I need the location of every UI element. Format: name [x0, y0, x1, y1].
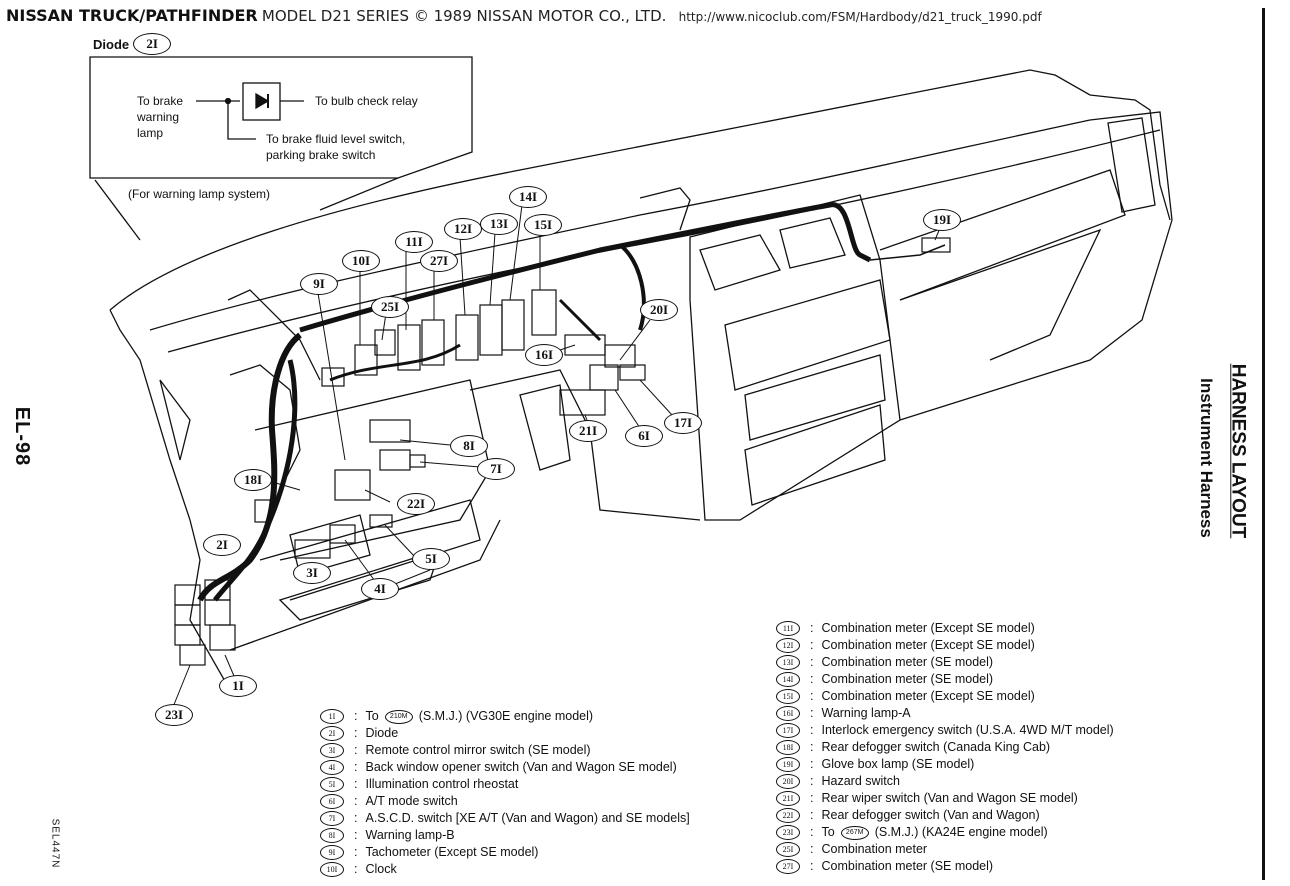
legend-item: 11I:Combination meter (Except SE model): [776, 620, 1114, 637]
inset-frame: [89, 56, 473, 179]
connector-blocks: [174, 237, 951, 666]
right-rule: [1262, 8, 1265, 880]
legend-right: 11I:Combination meter (Except SE model) …: [776, 620, 1114, 875]
legend-item: 16I:Warning lamp-A: [776, 705, 1114, 722]
section-title: HARNESS LAYOUT: [1227, 363, 1249, 539]
legend-item: 21I:Rear wiper switch (Van and Wagon SE …: [776, 790, 1114, 807]
callout-18I: 18I: [234, 469, 272, 491]
smj-ref: 267M: [840, 825, 869, 840]
legend-item: 9I:Tachometer (Except SE model): [320, 844, 690, 861]
callout-13I: 13I: [480, 213, 518, 235]
legend-item: 20I:Hazard switch: [776, 773, 1114, 790]
section-subtitle: Instrument Harness: [1196, 378, 1216, 538]
legend-item: 3I:Remote control mirror switch (SE mode…: [320, 742, 690, 759]
page-number: EL-98: [11, 406, 34, 467]
inset-title-ref: 2I: [133, 33, 172, 55]
diode-symbol: [255, 92, 270, 110]
main-harness-trunk: [299, 202, 872, 333]
inset-title-label: Diode: [93, 36, 130, 52]
legend-item: 15I:Combination meter (Except SE model): [776, 688, 1114, 705]
legend-item: 25I:Combination meter: [776, 841, 1114, 858]
callout-19I: 19I: [923, 209, 961, 231]
inset-left-label: To brake warning lamp: [137, 94, 184, 140]
legend-item: 12I:Combination meter (Except SE model): [776, 637, 1114, 654]
callout-23I: 23I: [155, 704, 193, 726]
callout-8I: 8I: [450, 435, 488, 457]
legend-item: 18I:Rear defogger switch (Canada King Ca…: [776, 739, 1114, 756]
header-brand: NISSAN TRUCK/PATHFINDER: [6, 6, 258, 25]
section-subtitle-block: Instrument Harness: [1196, 378, 1216, 538]
callout-3I: 3I: [293, 562, 331, 584]
legend-item: 17I:Interlock emergency switch (U.S.A. 4…: [776, 722, 1114, 739]
legend-item: 14I:Combination meter (SE model): [776, 671, 1114, 688]
callout-6I: 6I: [625, 425, 663, 447]
legend-item: 13I:Combination meter (SE model): [776, 654, 1114, 671]
header-url[interactable]: http://www.nicoclub.com/FSM/Hardbody/d21…: [678, 10, 1042, 24]
legend-item: 6I:A/T mode switch: [320, 793, 690, 810]
document-header: NISSAN TRUCK/PATHFINDER MODEL D21 SERIES…: [6, 6, 1042, 25]
callout-17I: 17I: [664, 412, 702, 434]
legend-item: 10I:Clock: [320, 861, 690, 878]
callout-27I: 27I: [420, 250, 458, 272]
callout-22I: 22I: [397, 493, 435, 515]
callout-10I: 10I: [342, 250, 380, 272]
callout-2I: 2I: [203, 534, 241, 556]
section-title-block: HARNESS LAYOUT: [1226, 364, 1248, 539]
callout-21I: 21I: [569, 420, 607, 442]
inset-right-label: To bulb check relay: [315, 94, 418, 108]
callout-12I: 12I: [444, 218, 482, 240]
callout-15I: 15I: [524, 214, 562, 236]
callout-14I: 14I: [509, 186, 547, 208]
callout-9I: 9I: [300, 273, 338, 295]
legend-item: 19I:Glove box lamp (SE model): [776, 756, 1114, 773]
legend-item: 5I:Illumination control rheostat: [320, 776, 690, 793]
callout-20I: 20I: [640, 299, 678, 321]
figure-code: SEL447N: [49, 818, 61, 869]
smj-ref: 210M: [384, 709, 413, 724]
inset-caption: (For warning lamp system): [128, 187, 271, 201]
legend-item: 27I:Combination meter (SE model): [776, 858, 1114, 875]
callout-5I: 5I: [412, 548, 450, 570]
legend-item: 2I:Diode: [320, 725, 690, 742]
inset-bottom-label: To brake fluid level switch, parking bra…: [266, 132, 406, 162]
callout-4I: 4I: [361, 578, 399, 600]
callout-11I: 11I: [395, 231, 433, 253]
legend-item: 8I:Warning lamp-B: [320, 827, 690, 844]
callout-16I: 16I: [525, 344, 563, 366]
legend-item: 7I:A.S.C.D. switch [XE A/T (Van and Wago…: [320, 810, 690, 827]
callout-25I: 25I: [371, 296, 409, 318]
callout-7I: 7I: [477, 458, 515, 480]
callout-1I: 1I: [219, 675, 257, 697]
inset-title: Diode 2I: [93, 33, 172, 55]
legend-item: 4I:Back window opener switch (Van and Wa…: [320, 759, 690, 776]
header-model: MODEL D21 SERIES © 1989 NISSAN MOTOR CO.…: [261, 7, 667, 25]
legend-item: 22I:Rear defogger switch (Van and Wagon): [776, 807, 1114, 824]
